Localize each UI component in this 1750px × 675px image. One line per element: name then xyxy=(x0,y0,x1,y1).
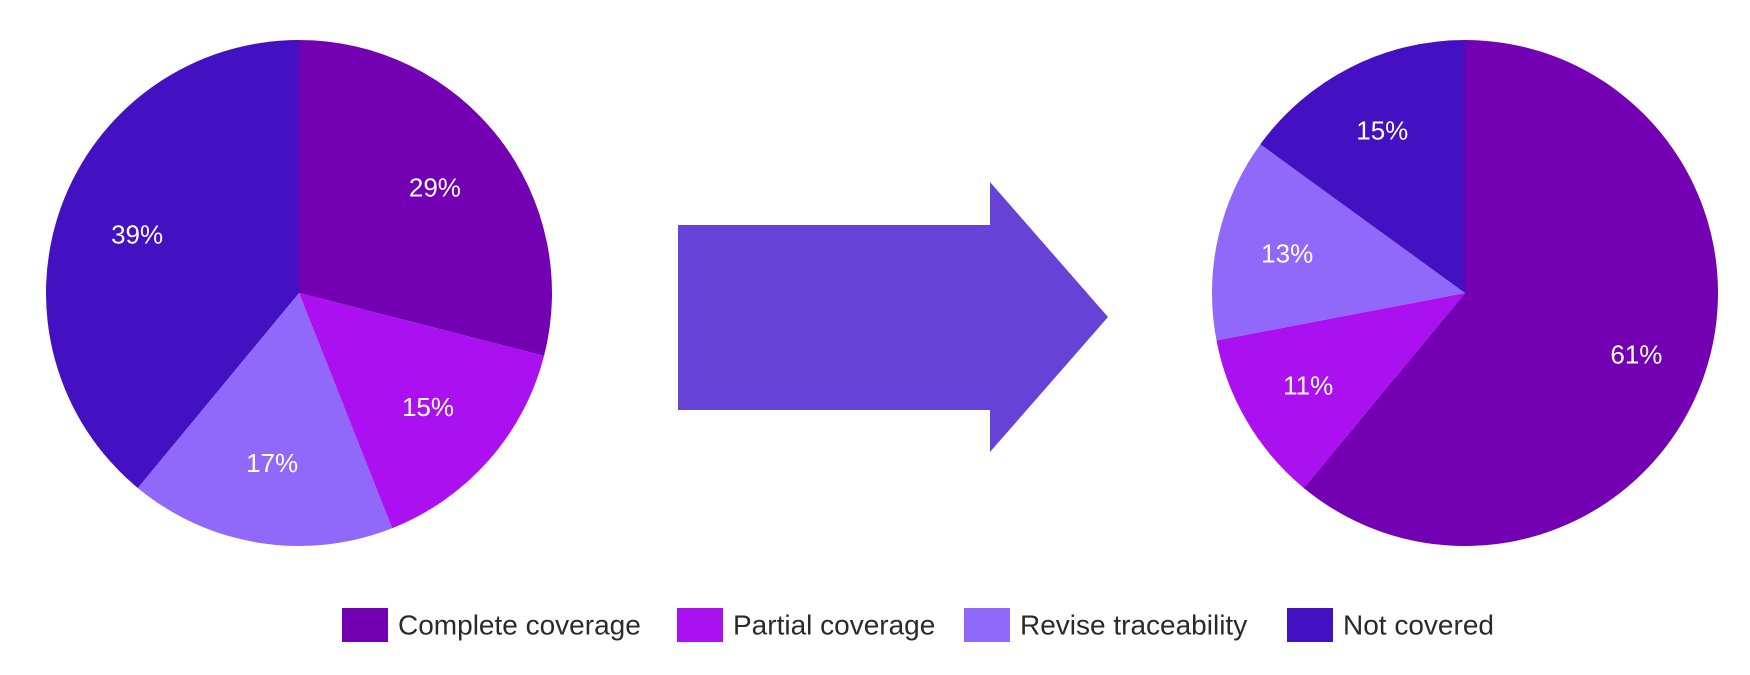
slice-percent-label: 29% xyxy=(409,173,461,203)
pie-slice-complete-coverage xyxy=(299,40,552,356)
pie-slice-partial-coverage xyxy=(1216,293,1465,488)
legend-label-revise: Revise traceability xyxy=(1020,610,1247,641)
legend-swatch-complete xyxy=(342,608,388,642)
slice-percent-label: 17% xyxy=(246,448,298,478)
legend-label-partial: Partial coverage xyxy=(733,610,935,641)
pie-after: 61% 11% 13% 15% xyxy=(1211,40,1718,546)
legend-swatch-not-covered xyxy=(1287,608,1333,642)
pie-slice-partial-coverage xyxy=(299,293,545,529)
slice-percent-label: 15% xyxy=(1356,116,1408,146)
legend-swatch-revise xyxy=(964,608,1010,642)
slice-percent-label: 15% xyxy=(402,392,454,422)
slice-percent-label: 11% xyxy=(1283,371,1333,401)
slice-percent-label: 39% xyxy=(111,220,163,250)
legend-label-complete: Complete coverage xyxy=(398,610,641,641)
legend-label-not-covered: Not covered xyxy=(1343,610,1494,641)
pie-slice-complete-coverage xyxy=(1303,40,1718,546)
pie-slice-not-covered xyxy=(1260,40,1465,293)
legend-swatch-partial xyxy=(677,608,723,642)
transition-arrow-icon xyxy=(678,182,1108,452)
legend: Complete coverage Partial coverage Revise … xyxy=(342,608,1494,642)
slice-percent-label: 13% xyxy=(1261,238,1313,268)
pie-slice-not-covered xyxy=(45,40,299,488)
pie-before: 29% 15% 17% 39% xyxy=(45,40,552,546)
slice-percent-label: 61% xyxy=(1610,340,1662,370)
pie-slice-revise-traceability xyxy=(137,293,393,546)
pie-slice-revise-traceability xyxy=(1211,144,1465,341)
